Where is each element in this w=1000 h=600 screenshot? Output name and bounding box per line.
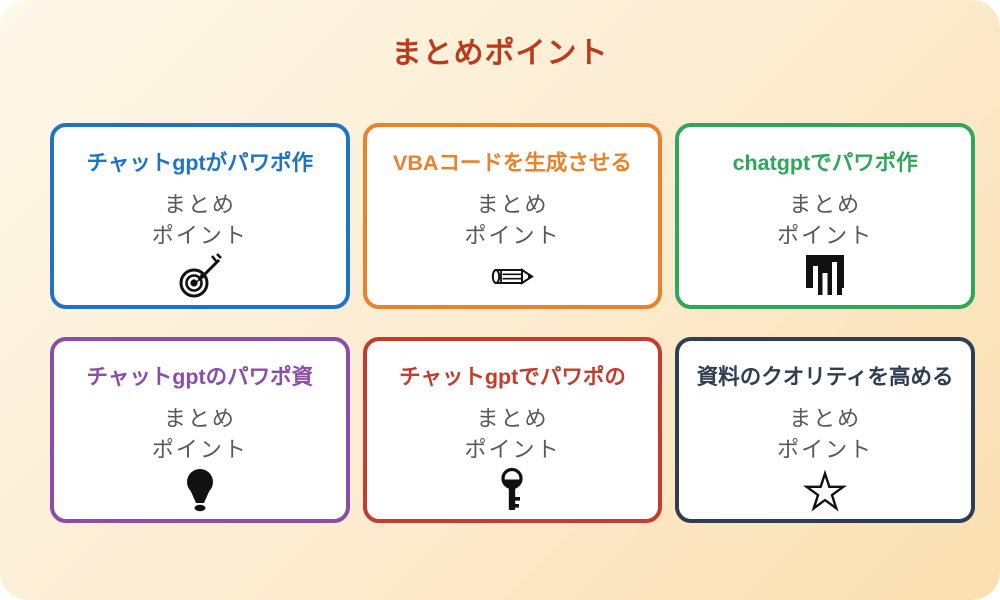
card-body-line2: ポイント <box>777 437 874 462</box>
card-chatgpt-de-pawapo-saku: chatgptでパワポ作 まとめ ポイント <box>675 123 975 309</box>
card-body-line1: まとめ <box>163 192 236 217</box>
card-body: まとめ ポイント <box>152 403 248 465</box>
card-title: VBAコードを生成させる <box>393 151 632 175</box>
card-body-line1: まとめ <box>163 406 236 431</box>
card-title: 資料のクオリティを高める <box>696 365 954 389</box>
card-chatgpt-no-pawapo-shiryo: チャットgptのパワポ資 まとめ ポイント <box>50 337 350 523</box>
card-body-line2: ポイント <box>777 223 874 248</box>
bar-chart-icon <box>801 252 849 300</box>
card-body: まとめ ポイント <box>152 189 248 251</box>
card-chatgpt-de-pawapo-no: チャットgptでパワポの まとめ ポイント <box>362 337 663 523</box>
card-title: chatgptでパワポ作 <box>732 151 918 175</box>
card-body-line1: まとめ <box>789 406 862 431</box>
lightbulb-icon <box>176 466 224 514</box>
card-body: まとめ ポイント <box>464 189 560 251</box>
star-icon <box>802 466 848 514</box>
card-body-line1: まとめ <box>789 192 862 217</box>
card-body-line2: ポイント <box>464 437 561 462</box>
card-body-line2: ポイント <box>151 223 248 248</box>
card-body-line1: まとめ <box>476 406 549 431</box>
key-icon <box>488 466 536 514</box>
pencil-icon <box>486 252 538 300</box>
page-title: まとめポイント <box>391 37 609 70</box>
card-quality-up: 資料のクオリティを高める まとめ ポイント <box>675 337 975 523</box>
card-title: チャットgptがパワポ作 <box>86 151 314 175</box>
card-body: まとめ ポイント <box>464 403 560 465</box>
card-body: まとめ ポイント <box>777 403 873 465</box>
card-body-line2: ポイント <box>151 437 248 462</box>
card-title: チャットgptでパワポの <box>399 365 626 389</box>
card-body-line2: ポイント <box>464 223 561 248</box>
card-grid: チャットgptがパワポ作 まとめ ポイント VBAコードを生成させる <box>50 123 975 523</box>
target-dart-icon <box>175 252 225 300</box>
card-chatgpt-ga-pawapo: チャットgptがパワポ作 まとめ ポイント <box>50 123 350 309</box>
card-title: チャットgptのパワポ資 <box>86 365 314 389</box>
card-vba-code: VBAコードを生成させる まとめ ポイント <box>362 123 663 309</box>
card-body-line1: まとめ <box>476 192 549 217</box>
card-body: まとめ ポイント <box>777 189 873 251</box>
